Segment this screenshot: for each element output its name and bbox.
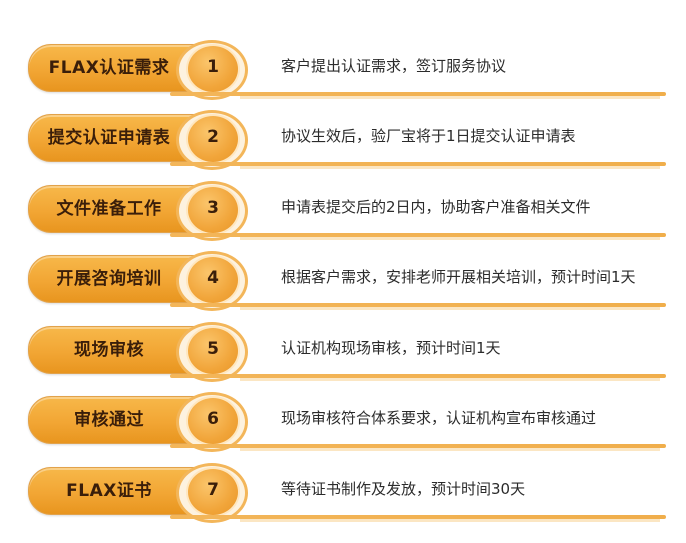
step-label: 现场审核 — [74, 340, 144, 360]
step-underline-shadow — [240, 96, 660, 99]
step-6: 审核通过 6 现场审核符合体系要求，认证机构宣布审核通过 — [0, 388, 686, 458]
step-number: 5 — [207, 339, 219, 359]
step-label: 审核通过 — [74, 410, 144, 430]
step-2: 提交认证申请表 2 协议生效后，验厂宝将于1日提交认证申请表 — [0, 106, 686, 176]
step-underline — [170, 515, 666, 519]
step-label: 开展咨询培训 — [56, 269, 162, 289]
step-label: 提交认证申请表 — [47, 128, 171, 148]
step-number: 6 — [207, 409, 219, 429]
step-7: FLAX证书 7 等待证书制作及发放，预计时间30天 — [0, 459, 686, 529]
step-number-circle — [186, 185, 240, 235]
step-number: 1 — [207, 57, 219, 77]
step-underline-shadow — [240, 448, 660, 451]
step-underline — [170, 92, 666, 96]
step-underline — [170, 444, 666, 448]
step-description: 根据客户需求，安排老师开展相关培训，预计时间1天 — [281, 268, 636, 286]
step-description: 协议生效后，验厂宝将于1日提交认证申请表 — [281, 127, 576, 145]
step-underline-shadow — [240, 166, 660, 169]
step-number-circle — [186, 326, 240, 376]
step-underline-shadow — [240, 519, 660, 522]
step-underline — [170, 233, 666, 237]
step-description: 认证机构现场审核，预计时间1天 — [281, 339, 501, 357]
step-underline — [170, 162, 666, 166]
step-underline-shadow — [240, 378, 660, 381]
step-number-circle — [186, 396, 240, 446]
step-4: 开展咨询培训 4 根据客户需求，安排老师开展相关培训，预计时间1天 — [0, 247, 686, 317]
step-number: 7 — [207, 480, 219, 500]
step-description: 现场审核符合体系要求，认证机构宣布审核通过 — [281, 409, 597, 427]
step-label: FLAX证书 — [66, 481, 152, 501]
step-number-circle — [186, 114, 240, 164]
step-1: FLAX认证需求 1 客户提出认证需求，签订服务协议 — [0, 36, 686, 106]
step-underline — [170, 303, 666, 307]
step-number: 3 — [207, 198, 219, 218]
step-3: 文件准备工作 3 申请表提交后的2日内，协助客户准备相关文件 — [0, 177, 686, 247]
step-description: 等待证书制作及发放，预计时间30天 — [281, 480, 526, 498]
step-number-circle — [186, 44, 240, 94]
step-number: 4 — [207, 268, 219, 288]
step-label: 文件准备工作 — [56, 199, 162, 219]
step-underline-shadow — [240, 307, 660, 310]
step-description: 申请表提交后的2日内，协助客户准备相关文件 — [281, 198, 591, 216]
step-underline — [170, 374, 666, 378]
step-underline-shadow — [240, 237, 660, 240]
step-5: 现场审核 5 认证机构现场审核，预计时间1天 — [0, 318, 686, 388]
step-label: FLAX认证需求 — [48, 58, 170, 78]
step-description: 客户提出认证需求，签订服务协议 — [281, 57, 507, 75]
step-number: 2 — [207, 127, 219, 147]
